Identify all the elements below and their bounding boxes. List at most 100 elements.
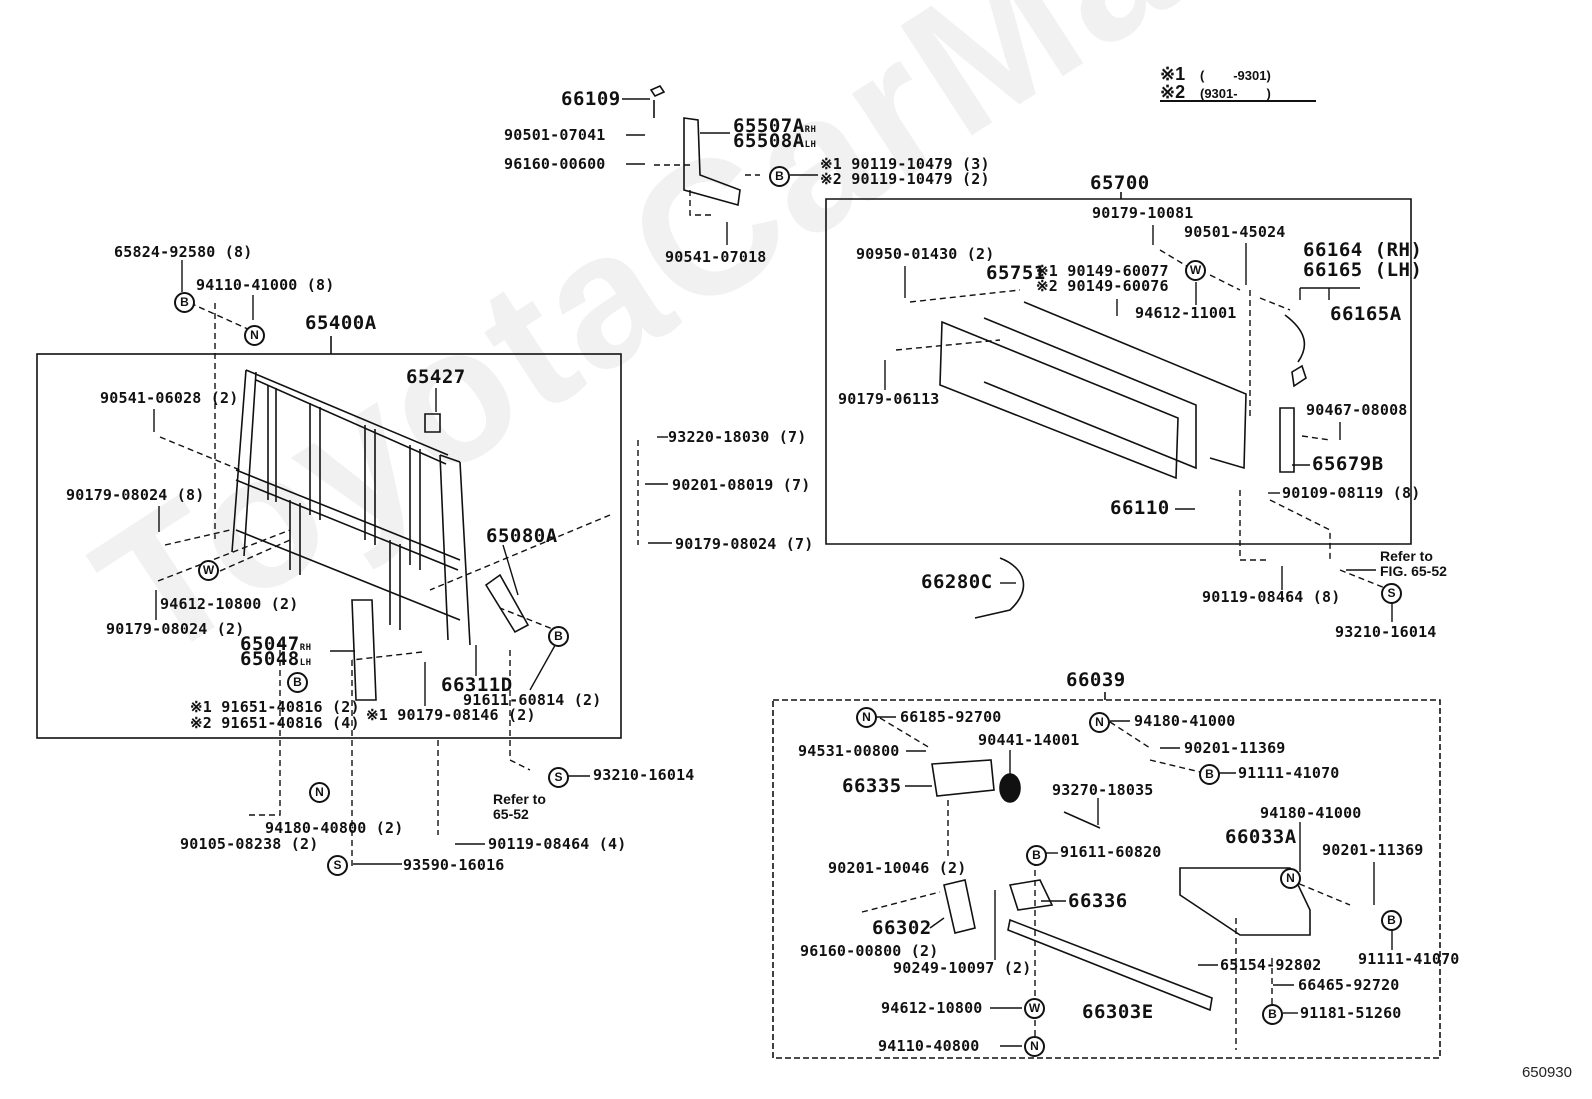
part-label[interactable]: ※2 90119-10479 (2) bbox=[820, 170, 990, 188]
part-label[interactable]: 93590-16016 bbox=[403, 856, 505, 874]
assembly-label[interactable]: 66039 bbox=[1066, 669, 1126, 691]
tailgate-drawing bbox=[939, 301, 1307, 619]
part-label[interactable]: 94180-41000 bbox=[1134, 712, 1236, 730]
bolt-symbol: B bbox=[287, 672, 308, 693]
lock-assembly-box bbox=[772, 699, 1441, 1059]
part-label[interactable]: 90541-07018 bbox=[665, 248, 767, 266]
part-label[interactable]: 65080A bbox=[486, 525, 558, 547]
part-label[interactable]: 66185-92700 bbox=[900, 708, 1002, 726]
part-label[interactable]: 66280C bbox=[921, 571, 993, 593]
bolt-symbol: B bbox=[1199, 764, 1220, 785]
part-label[interactable]: 66110 bbox=[1110, 497, 1170, 519]
part-label[interactable]: 90467-08008 bbox=[1306, 401, 1408, 419]
part-label[interactable]: 91611-60814 (2) bbox=[463, 691, 602, 709]
washer-symbol: W bbox=[1024, 998, 1045, 1019]
part-label[interactable]: 65154-92802 bbox=[1220, 956, 1322, 974]
part-label[interactable]: 90201-11369 bbox=[1184, 739, 1286, 757]
legend-range: ( -9301) bbox=[1200, 68, 1271, 83]
part-label[interactable]: 90179-08024 (2) bbox=[106, 620, 245, 638]
part-label[interactable]: 90179-08024 (8) bbox=[66, 486, 205, 504]
part-label[interactable]: 90179-10081 bbox=[1092, 204, 1194, 222]
part-label[interactable]: 65427 bbox=[406, 366, 466, 388]
part-label[interactable]: 93210-16014 bbox=[593, 766, 695, 784]
part-label[interactable]: 91111-41070 bbox=[1358, 950, 1460, 968]
part-label[interactable]: 65508ALH bbox=[733, 130, 817, 152]
part-label[interactable]: 66311D bbox=[441, 674, 513, 696]
part-label[interactable]: ※1 90149-60077 bbox=[1036, 262, 1169, 280]
nut-symbol: N bbox=[244, 325, 265, 346]
screw-symbol: S bbox=[1381, 583, 1402, 604]
part-label[interactable]: 65679B bbox=[1312, 453, 1384, 475]
bolt-symbol: B bbox=[1026, 845, 1047, 866]
part-label[interactable]: 90179-08024 (7) bbox=[675, 535, 814, 553]
part-label[interactable]: ※2 90149-60076 bbox=[1036, 277, 1169, 295]
part-label[interactable]: ※1 91651-40816 (2) bbox=[190, 698, 360, 716]
part-label[interactable]: 65048LH bbox=[240, 648, 312, 670]
bolt-symbol: B bbox=[769, 166, 790, 187]
part-label[interactable]: 66336 bbox=[1068, 890, 1128, 912]
washer-symbol: W bbox=[198, 560, 219, 581]
part-label[interactable]: ※2 91651-40816 (4) bbox=[190, 714, 360, 732]
part-label[interactable]: 90119-08464 (4) bbox=[488, 835, 627, 853]
part-label[interactable]: 91611-60820 bbox=[1060, 843, 1162, 861]
part-label[interactable]: ※1 90179-08146 (2) bbox=[366, 706, 536, 724]
part-label[interactable]: 90441-14001 bbox=[978, 731, 1080, 749]
part-label[interactable]: 65824-92580 (8) bbox=[114, 243, 253, 261]
nut-symbol: N bbox=[1280, 868, 1301, 889]
part-label[interactable]: 66165 (LH) bbox=[1303, 259, 1423, 281]
refer-note[interactable]: Refer to 65-52 bbox=[493, 791, 546, 822]
part-label[interactable]: 93210-16014 bbox=[1335, 623, 1437, 641]
part-label[interactable]: 66302 bbox=[872, 917, 932, 939]
legend-mark: ※1 bbox=[1160, 64, 1186, 84]
assembly-label[interactable]: 65700 bbox=[1090, 172, 1150, 194]
part-label[interactable]: 66033A bbox=[1225, 826, 1297, 848]
part-label[interactable]: ※1 90119-10479 (3) bbox=[820, 155, 990, 173]
part-label[interactable]: 94180-40800 (2) bbox=[265, 819, 404, 837]
part-label[interactable]: 93270-18035 bbox=[1052, 781, 1154, 799]
part-label[interactable]: 90179-06113 bbox=[838, 390, 940, 408]
part-label[interactable]: 94612-10800 bbox=[881, 999, 983, 1017]
nut-symbol: N bbox=[856, 707, 877, 728]
part-label[interactable]: 90109-08119 (8) bbox=[1282, 484, 1421, 502]
part-label[interactable]: 94110-40800 bbox=[878, 1037, 980, 1055]
assembly-label[interactable]: 65400A bbox=[305, 312, 377, 334]
part-label[interactable]: 94531-00800 bbox=[798, 742, 900, 760]
part-label[interactable]: 65047RH bbox=[240, 633, 312, 655]
part-label[interactable]: 94612-10800 (2) bbox=[160, 595, 299, 613]
legend-row: ※2 (9301- ) bbox=[1160, 82, 1271, 102]
bolt-symbol: B bbox=[1262, 1004, 1283, 1025]
part-label[interactable]: 94110-41000 (8) bbox=[196, 276, 335, 294]
part-label[interactable]: 65751 bbox=[986, 262, 1046, 284]
part-label[interactable]: 66165A bbox=[1330, 303, 1402, 325]
part-label[interactable]: 96160-00800 (2) bbox=[800, 942, 939, 960]
part-label[interactable]: 66465-92720 bbox=[1298, 976, 1400, 994]
refer-note[interactable]: Refer to FIG. 65-52 bbox=[1380, 548, 1447, 579]
part-label[interactable]: 90501-07041 bbox=[504, 126, 606, 144]
part-label[interactable]: 91181-51260 bbox=[1300, 1004, 1402, 1022]
part-label[interactable]: 94612-11001 bbox=[1135, 304, 1237, 322]
part-label[interactable]: 90201-10046 (2) bbox=[828, 859, 967, 877]
part-label[interactable]: 91111-41070 bbox=[1238, 764, 1340, 782]
part-label[interactable]: 90201-08019 (7) bbox=[672, 476, 811, 494]
part-label[interactable]: 90201-11369 bbox=[1322, 841, 1424, 859]
part-label[interactable]: 90501-45024 bbox=[1184, 223, 1286, 241]
part-label[interactable]: 94180-41000 bbox=[1260, 804, 1362, 822]
part-label[interactable]: 66164 (RH) bbox=[1303, 239, 1423, 261]
part-label[interactable]: 90950-01430 (2) bbox=[856, 245, 995, 263]
part-label[interactable]: 66109 bbox=[561, 88, 621, 110]
part-label[interactable]: 90105-08238 (2) bbox=[180, 835, 319, 853]
screw-symbol: S bbox=[327, 855, 348, 876]
part-label[interactable]: 93220-18030 (7) bbox=[668, 428, 807, 446]
part-label[interactable]: 66303E bbox=[1082, 1001, 1154, 1023]
part-label[interactable]: 65507ARH bbox=[733, 115, 817, 137]
part-label[interactable]: 90119-08464 (8) bbox=[1202, 588, 1341, 606]
part-label[interactable]: 96160-00600 bbox=[504, 155, 606, 173]
part-label[interactable]: 90541-06028 (2) bbox=[100, 389, 239, 407]
part-label[interactable]: 66335 bbox=[842, 775, 902, 797]
nut-symbol: N bbox=[309, 782, 330, 803]
legend-mark: ※2 bbox=[1160, 82, 1186, 102]
date-range-legend: ※1 ( -9301) ※2 (9301- ) bbox=[1160, 64, 1316, 102]
washer-symbol: W bbox=[1185, 260, 1206, 281]
part-label[interactable]: 90249-10097 (2) bbox=[893, 959, 1032, 977]
